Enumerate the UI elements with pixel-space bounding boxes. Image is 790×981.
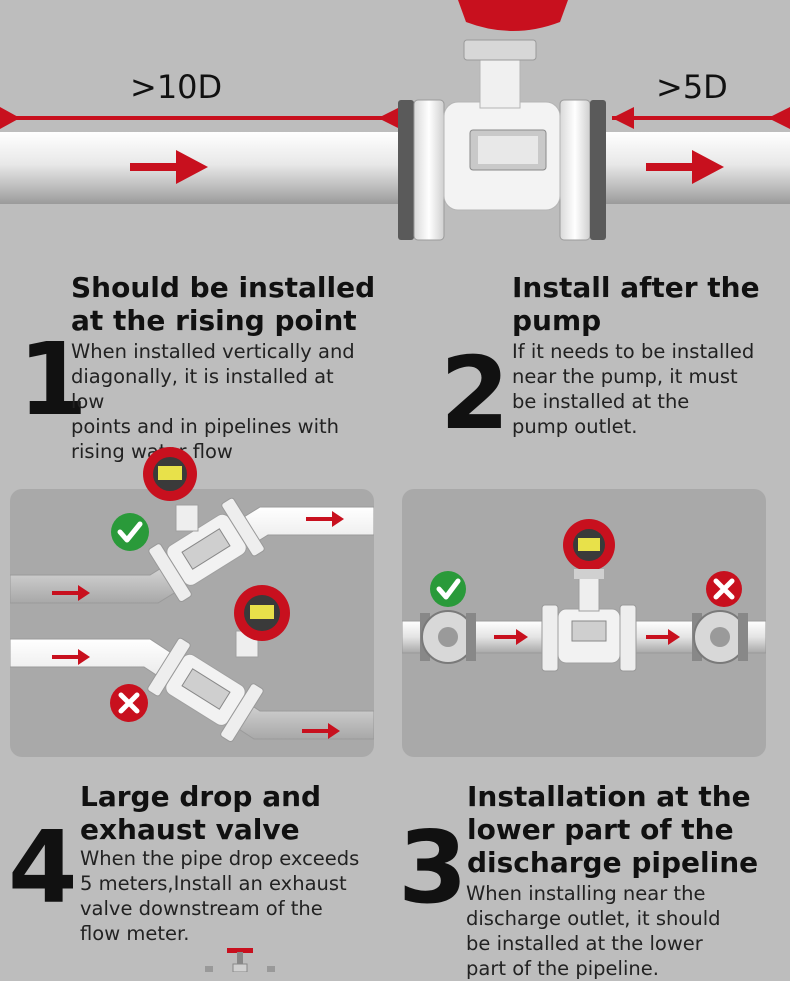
flow-arrow-icon (646, 629, 680, 645)
top-installation-diagram (0, 0, 790, 241)
flow-arrow-icon (130, 150, 208, 184)
pump-panel (402, 489, 766, 757)
section-3-title: Installation at the lower part of the di… (467, 780, 759, 879)
section-4-text: When the pipe drop exceeds 5 meters,Inst… (80, 847, 360, 945)
pump-icon (420, 610, 476, 664)
flow-arrow-icon (494, 629, 528, 645)
flow-arrow-icon (52, 649, 90, 665)
upstream-dimension-line (0, 107, 400, 129)
check-icon (430, 571, 466, 607)
check-icon (111, 513, 149, 551)
downstream-distance-label: >5D (656, 68, 728, 106)
step-number-3: 3 (398, 809, 468, 926)
section-1-title: Should be installed at the rising point (71, 271, 376, 337)
section-2-title: Install after the pump (512, 271, 760, 337)
section-4-title: Large drop and exhaust valve (80, 780, 322, 846)
flow-arrow-icon (306, 511, 344, 527)
step-number-2: 2 (440, 335, 510, 452)
rising-point-illustration (10, 497, 374, 742)
cross-icon (706, 571, 742, 607)
upstream-distance-label: >10D (130, 68, 223, 106)
exhaust-valve-icon (205, 948, 275, 972)
step-number-1: 1 (18, 321, 88, 438)
section-2-text: If it needs to be installed near the pum… (512, 340, 755, 438)
flow-arrow-icon (302, 723, 340, 739)
section-1-text: When installed vertically and diagonally… (71, 340, 355, 463)
rising-point-panel (10, 489, 374, 757)
transmitter-head-icon (143, 447, 197, 501)
pump-icon (692, 610, 748, 664)
step-number-4: 4 (8, 809, 78, 926)
flow-arrow-icon (646, 150, 724, 184)
pump-outlet-illustration (402, 519, 766, 672)
section-3-text: When installing near the discharge outle… (466, 882, 721, 980)
cross-icon (110, 684, 148, 722)
downstream-dimension-line (612, 107, 790, 129)
flow-arrow-icon (52, 585, 90, 601)
